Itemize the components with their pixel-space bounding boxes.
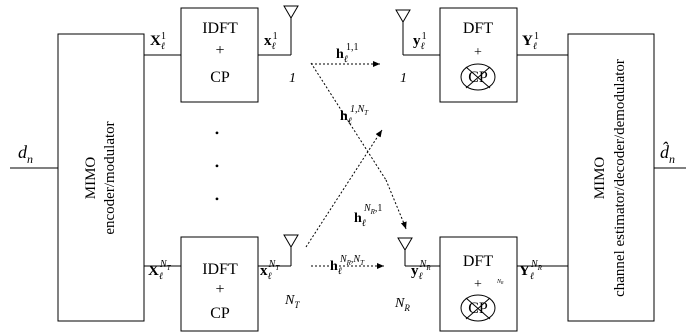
dft-top-line2: + (474, 45, 482, 60)
tx-bottom-freq-label: XℓNT (148, 259, 172, 282)
channel-label-hNRNT: hℓNR,NT (330, 254, 365, 277)
tx-bottom-antenna-icon (283, 234, 299, 266)
dft-bottom-line2: + (474, 277, 482, 292)
input-label: dn (18, 142, 33, 166)
idft-bottom-box (180, 236, 259, 332)
decoder-label-line2: channel estimator/decoder/demodulator (612, 59, 628, 297)
tx-top-antenna-icon (283, 5, 299, 55)
idft-bottom-line1: IDFT (202, 261, 238, 278)
tx-bottom-antenna-index: NT (284, 293, 300, 310)
tx-bottom-time-label: xℓNT (260, 259, 280, 282)
idft-bottom-line3: CP (210, 305, 230, 322)
idft-top-box (180, 7, 259, 103)
channel-label-h1NT: hℓ1,NT (340, 104, 369, 127)
rx-bottom-time-label: yℓNR (411, 259, 431, 282)
channel-path-bottom-to-top (305, 132, 381, 248)
channel-path-top-to-bottom (310, 62, 387, 181)
rx-bottom-antenna-icon (397, 237, 413, 266)
tx-top-antenna-index: 1 (289, 71, 296, 86)
tx-top-time-label: xℓ1 (264, 31, 278, 52)
tx-top-freq-label: Xℓ1 (150, 31, 166, 52)
decoder-label-line1: MIMO (592, 157, 608, 200)
rx-bottom-antenna-index: NR (394, 296, 410, 313)
idft-top-line3: CP (210, 69, 230, 86)
encoder-label-line2: encoder/modulator (102, 121, 118, 234)
rx-top-antenna-icon (395, 9, 411, 55)
rx-top-freq-label: Yℓ1 (522, 31, 539, 52)
idft-top-line1: IDFT (202, 20, 238, 37)
decoder-box (567, 33, 655, 322)
arrow-to-rx-bottom-from-top (400, 221, 407, 230)
dft-bottom-line1: DFT (463, 253, 493, 270)
dft-bottom-tiny-label: NR (496, 279, 504, 285)
dft-top-line1: DFT (463, 20, 493, 37)
encoder-label-line1: MIMO (83, 157, 99, 200)
cp-removed-cross-icon (460, 63, 496, 91)
channel-label-hNR1: hℓNR,1 (354, 203, 382, 229)
channel-path-top-to-bottom-end (385, 179, 406, 227)
ellipsis-dot-3: • (215, 192, 219, 206)
dft-top-box (439, 7, 518, 103)
arrow-to-rx-top-from-bottom (375, 129, 383, 138)
output-label: d̂n (660, 141, 675, 166)
rx-bottom-freq-label: YℓNR (519, 259, 543, 282)
rx-top-antenna-index: 1 (400, 71, 407, 86)
ellipsis-dot-2: • (215, 159, 219, 173)
dft-bottom-box (439, 236, 518, 332)
idft-bottom-line2: + (215, 281, 224, 298)
encoder-box (57, 33, 145, 322)
idft-top-line2: + (215, 42, 224, 59)
channel-label-h11: hℓ1,1 (336, 42, 358, 65)
rx-top-time-label: yℓ1 (413, 31, 427, 52)
ellipsis-dot-1: • (215, 126, 219, 140)
cp-removed-cross-icon-bottom (460, 294, 496, 322)
